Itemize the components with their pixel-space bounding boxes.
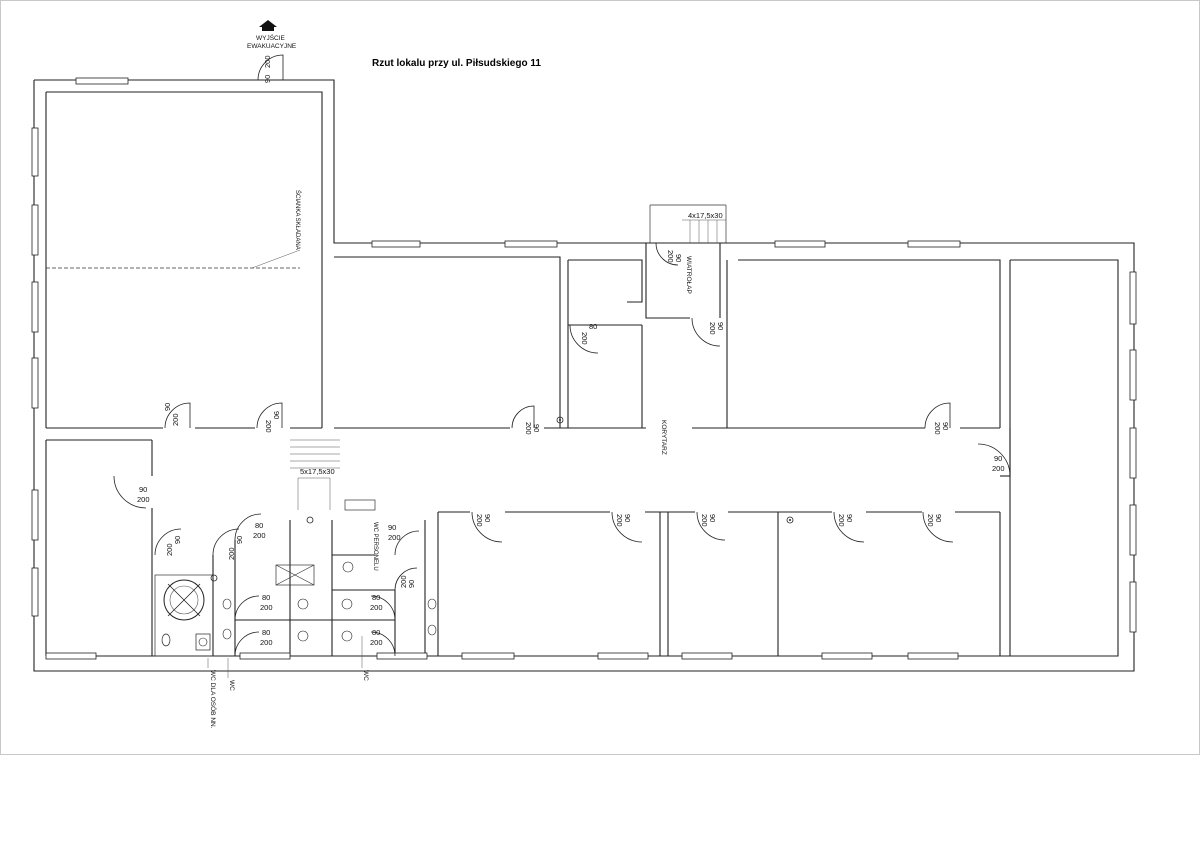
svg-text:80: 80: [372, 628, 380, 637]
svg-text:200: 200: [666, 250, 675, 263]
svg-text:200: 200: [171, 413, 180, 426]
vestibule-label: WIATROŁAP: [685, 256, 692, 294]
partitions: ŚCIANKA SKŁADANA WIATROŁAP KORYTARZ: [46, 190, 1010, 657]
svg-text:200: 200: [992, 464, 1005, 473]
svg-text:200: 200: [227, 547, 236, 560]
svg-text:200: 200: [388, 533, 401, 542]
svg-text:200: 200: [615, 514, 624, 527]
svg-text:90: 90: [674, 254, 683, 262]
corridor-label: KORYTARZ: [660, 420, 667, 455]
svg-text:200: 200: [370, 638, 383, 647]
svg-text:90: 90: [994, 454, 1002, 463]
svg-text:200: 200: [260, 603, 273, 612]
staff-wc-label: WC PERSONELU: [372, 522, 378, 571]
svg-text:200: 200: [837, 514, 846, 527]
svg-text:200: 200: [165, 543, 174, 556]
stairs-corridor: 5x17,5x30: [290, 439, 376, 511]
plan-title: Rzut lokalu przy ul. Piłsudskiego 11: [372, 58, 541, 69]
svg-text:200: 200: [475, 514, 484, 527]
svg-text:90: 90: [941, 422, 950, 430]
doors: [113, 54, 1011, 657]
door-dimensions: 90 200 200 90 90 200 90 200 80 200 90 20…: [137, 55, 1005, 647]
svg-text:200: 200: [926, 514, 935, 527]
svg-text:90: 90: [934, 514, 943, 522]
sensor-icon: [210, 416, 794, 582]
windows: [31, 77, 1137, 660]
svg-text:200: 200: [524, 422, 533, 435]
svg-text:90: 90: [235, 536, 244, 544]
svg-text:80: 80: [262, 628, 270, 637]
wc-label-1: WC: [228, 680, 235, 691]
folding-wall-label: ŚCIANKA SKŁADANA: [294, 190, 302, 250]
stairs-entrance: 4x17,5x30: [682, 211, 726, 243]
svg-text:80: 80: [262, 593, 270, 602]
svg-text:80: 80: [255, 521, 263, 530]
svg-text:200: 200: [137, 495, 150, 504]
fixtures: [161, 416, 794, 651]
svg-text:80: 80: [372, 593, 380, 602]
wheelchair-icon: [163, 579, 205, 621]
exit-arrow-icon: [259, 20, 277, 31]
svg-text:200: 200: [399, 575, 408, 588]
svg-text:90: 90: [163, 403, 172, 411]
sink-icon: [195, 633, 211, 651]
svg-text:80: 80: [589, 322, 597, 331]
stairs-mid-label: 5x17,5x30: [300, 467, 335, 476]
svg-text:90: 90: [716, 322, 725, 330]
svg-text:90: 90: [623, 514, 632, 522]
svg-text:200: 200: [580, 332, 589, 345]
wc-label-2: WC: [362, 670, 369, 681]
exit-label-line2: EWAKUACYJNE: [247, 43, 297, 50]
wc-labels: WC DLA OSÓB NN. WC WC: [207, 636, 369, 729]
svg-text:90: 90: [139, 485, 147, 494]
svg-text:90: 90: [532, 424, 541, 432]
svg-text:200: 200: [708, 322, 717, 335]
svg-text:90: 90: [708, 514, 717, 522]
svg-text:90: 90: [483, 514, 492, 522]
svg-text:200: 200: [370, 603, 383, 612]
exit-label-line1: WYJŚCIE: [256, 33, 286, 42]
svg-text:90: 90: [173, 536, 182, 544]
svg-text:90: 90: [388, 523, 396, 532]
stairs-top-label: 4x17,5x30: [688, 211, 723, 220]
svg-text:200: 200: [933, 422, 942, 435]
svg-text:90: 90: [272, 411, 281, 419]
sheet-frame: [0, 0, 1200, 755]
svg-text:90: 90: [845, 514, 854, 522]
wc-disabled-label: WC DLA OSÓB NN.: [209, 670, 218, 729]
svg-text:200: 200: [263, 55, 272, 68]
toilet-icon: [161, 561, 437, 647]
svg-text:200: 200: [260, 638, 273, 647]
svg-text:200: 200: [700, 514, 709, 527]
outer-walls: [33, 79, 1135, 672]
exit-sign: WYJŚCIE EWAKUACYJNE: [247, 20, 297, 50]
svg-text:90: 90: [407, 580, 416, 588]
svg-text:200: 200: [253, 531, 266, 540]
svg-text:200: 200: [264, 420, 273, 433]
svg-text:90: 90: [263, 75, 272, 83]
